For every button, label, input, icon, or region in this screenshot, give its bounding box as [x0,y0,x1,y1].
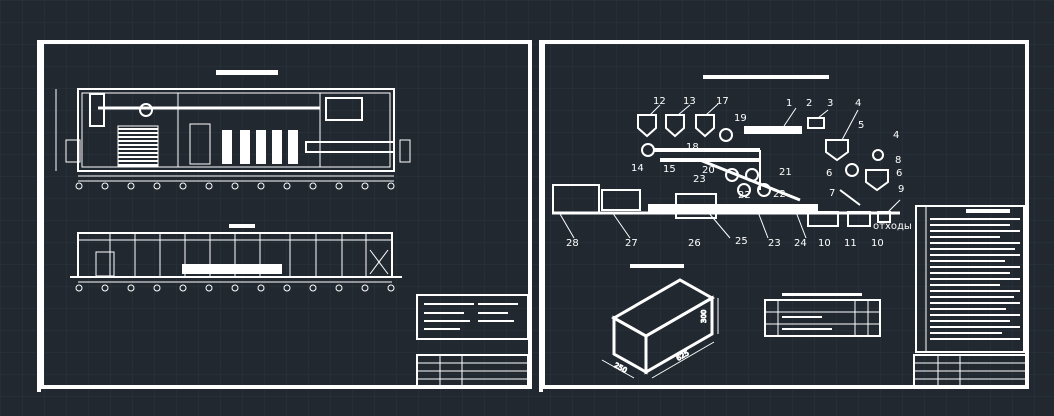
floor-plan [55,88,411,190]
callout-24: 24 [794,238,807,249]
sheet-left [37,40,532,392]
callout-7: 7 [829,188,835,199]
process-scheme [552,114,900,227]
callout-15: 15 [663,164,676,175]
callout-13: 13 [683,96,696,107]
callout-4b: 4 [893,130,899,141]
callout-5: 5 [858,120,864,131]
callout-10b: 10 [871,238,884,249]
scheme-title [703,75,829,79]
callout-14: 14 [631,163,644,174]
callout-25: 25 [735,236,748,247]
waste-label: отходы [873,221,912,232]
block-isometric [601,278,719,379]
callout-19: 19 [734,113,747,124]
callout-1: 1 [786,98,792,109]
callout-28: 28 [566,238,579,249]
block-height-dim: 300 [700,310,708,323]
callout-6b: 6 [896,168,902,179]
callout-11: 11 [844,238,857,249]
callout-4: 4 [855,98,861,109]
callout-17: 17 [716,96,729,107]
plan-title [216,70,278,75]
callout-10: 10 [818,238,831,249]
part-callouts: 1 2 3 4 4 5 6 6 7 8 9 10 10 11 12 13 14 … [566,96,912,249]
callout-20: 20 [702,165,715,176]
callout-8: 8 [895,155,901,166]
callout-22: 22 [738,190,751,201]
right-title-block [913,354,1028,388]
materials-title [782,293,862,296]
callout-26: 26 [688,238,701,249]
callout-2: 2 [806,98,812,109]
callout-6: 6 [826,168,832,179]
callout-22b: 22 [773,189,786,200]
materials-table [764,299,881,337]
callout-leaders [559,103,901,239]
callout-23: 23 [693,174,706,185]
callout-12: 12 [653,96,666,107]
left-legend-table [416,294,529,340]
sheet-right: 1 2 3 4 4 5 6 6 7 8 9 10 10 11 12 13 14 … [539,40,1029,392]
specification-table [915,205,1025,353]
callout-3: 3 [827,98,833,109]
callout-9: 9 [898,184,904,195]
callout-21: 21 [779,167,792,178]
callout-18: 18 [686,142,699,153]
section-view [70,232,402,292]
callout-27: 27 [625,238,638,249]
section-title [229,224,255,228]
callout-23b: 23 [768,238,781,249]
left-title-block [416,354,529,388]
block-title [630,264,684,268]
